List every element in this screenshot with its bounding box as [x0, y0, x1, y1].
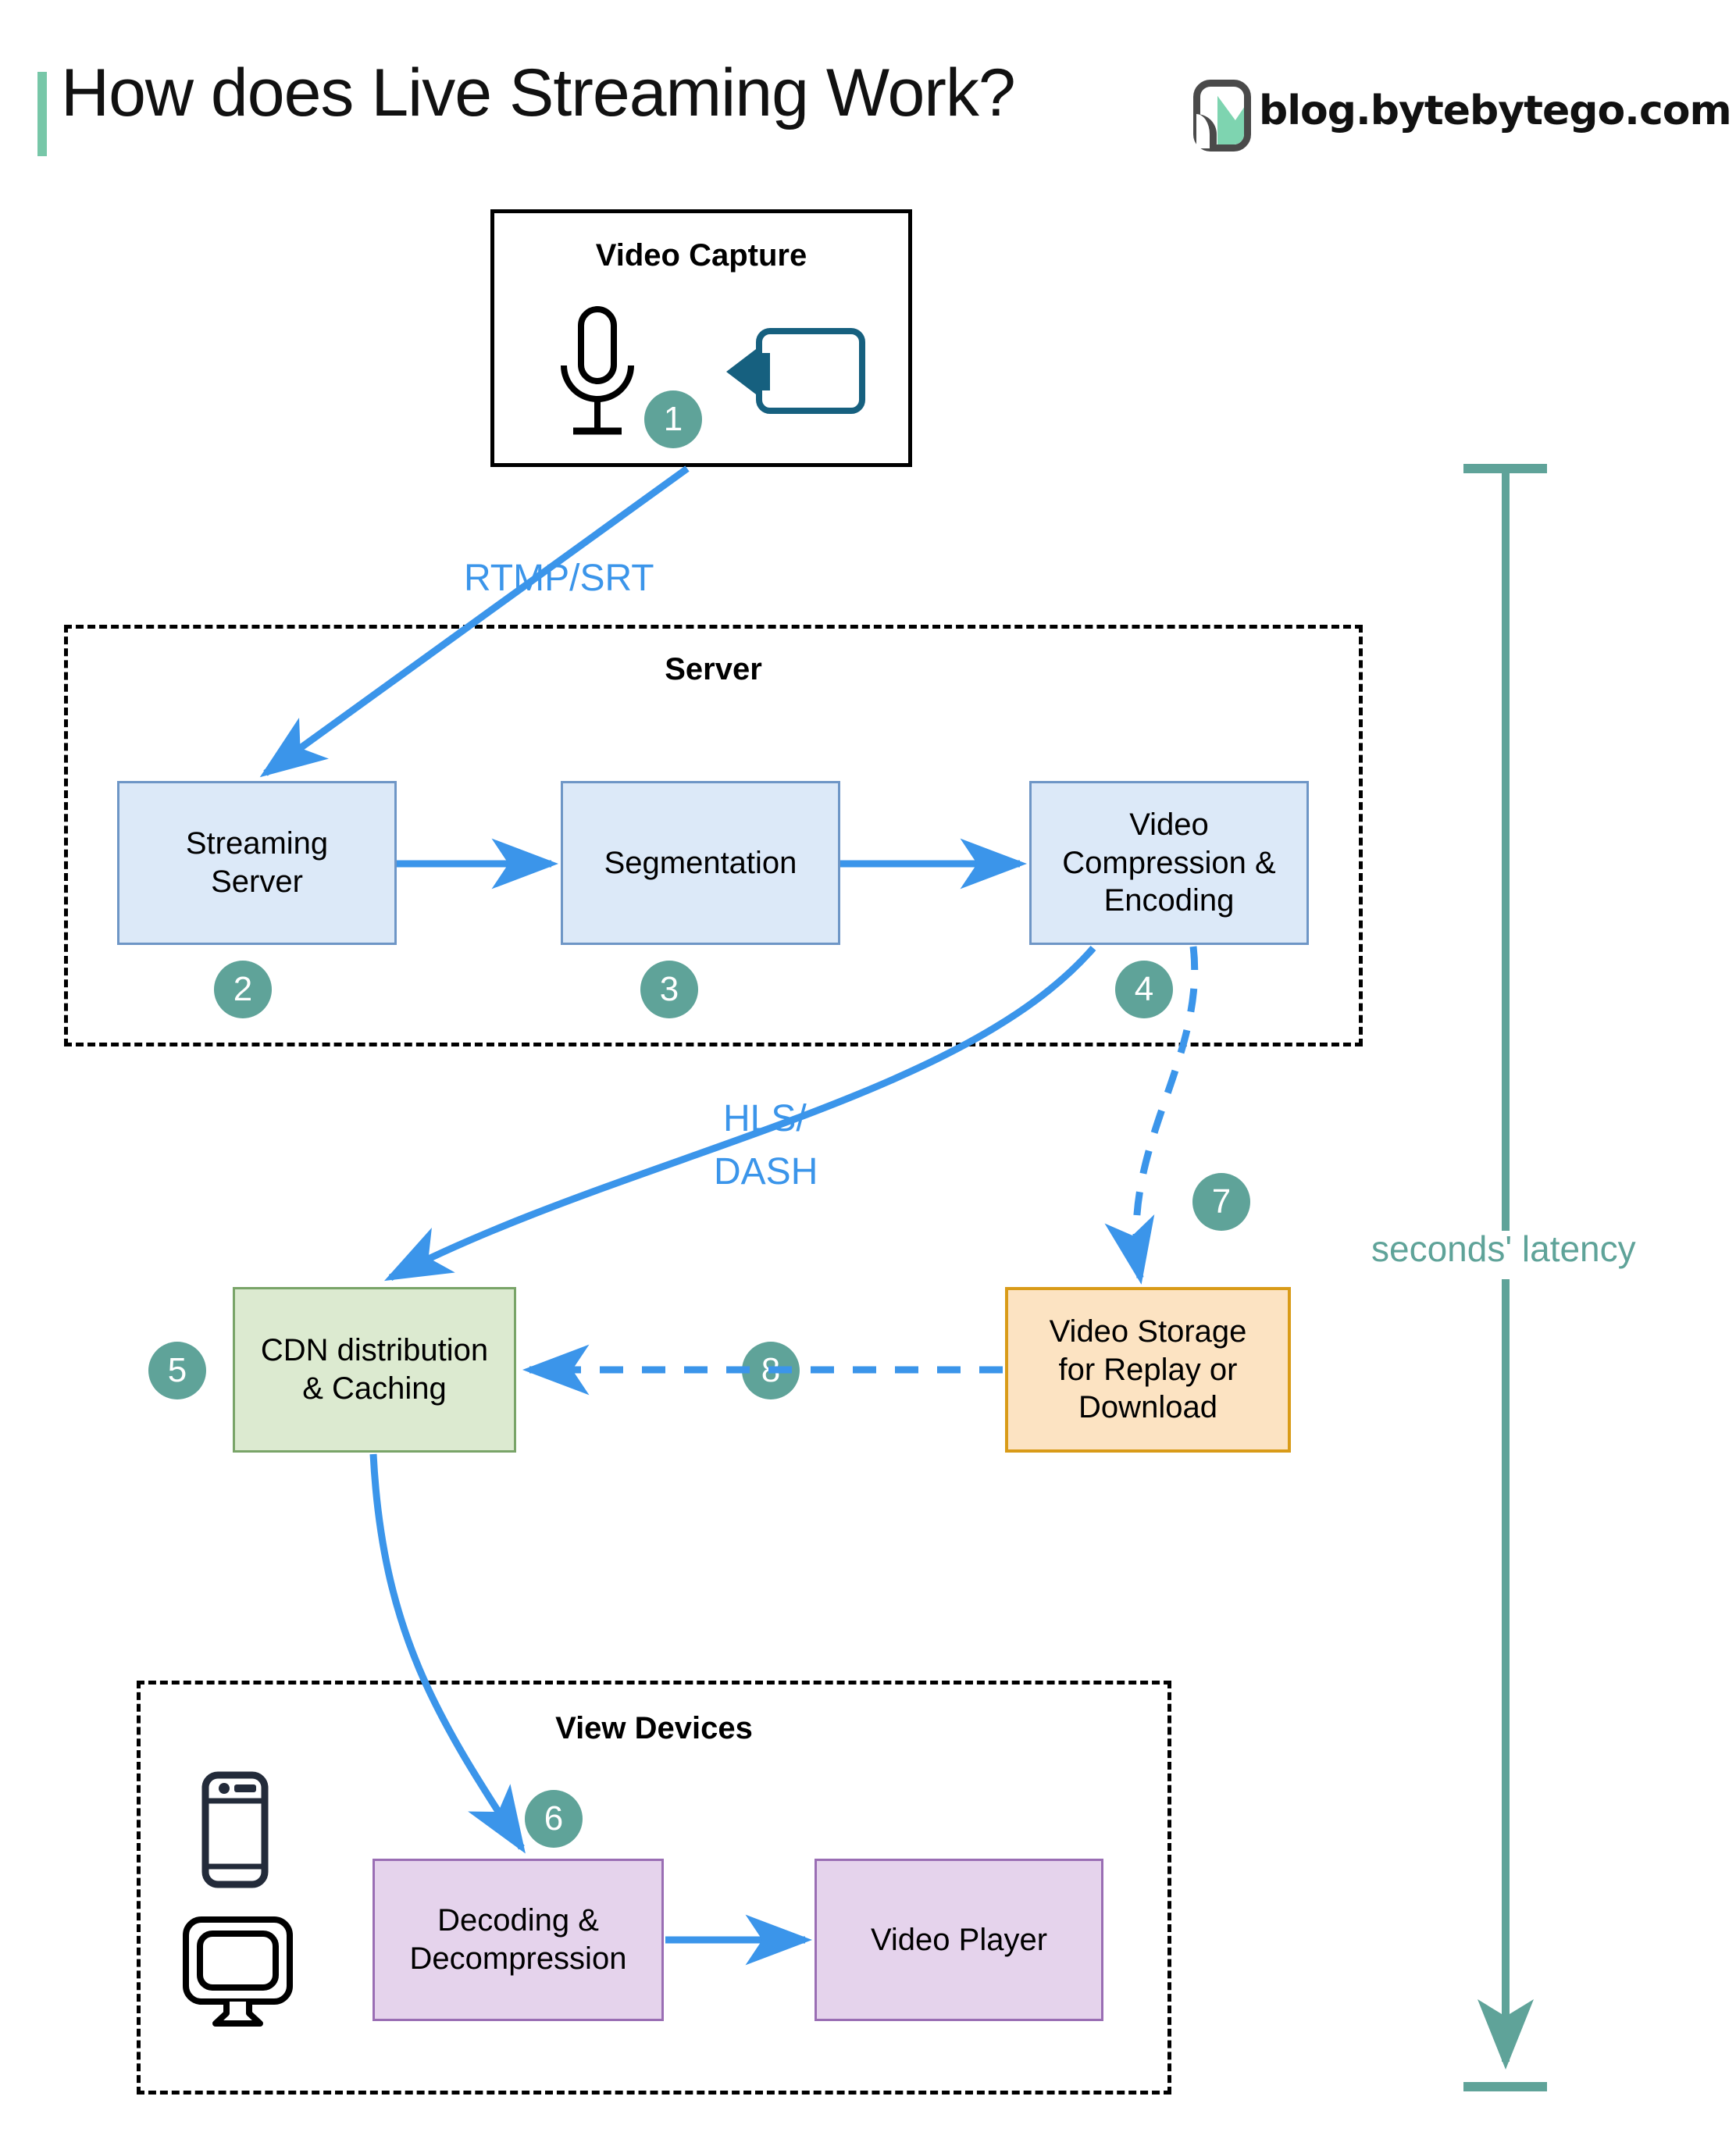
desktop-monitor-icon [183, 1916, 293, 2027]
group-view-devices: View Devices [137, 1681, 1171, 2095]
node-cdn-distribution[interactable]: CDN distribution & Caching [233, 1287, 516, 1453]
node-video-storage[interactable]: Video Storage for Replay or Download [1005, 1287, 1291, 1453]
edge-label-hls-dash-line2: DASH [714, 1151, 818, 1193]
badge-4: 4 [1115, 961, 1173, 1018]
node-video-player-label: Video Player [870, 1922, 1048, 1957]
node-video-compression[interactable]: Video Compression & Encoding [1029, 781, 1309, 945]
node-streaming-server[interactable]: Streaming Server [117, 781, 397, 945]
video-camera-icon [726, 328, 865, 414]
mobile-phone-icon [201, 1771, 269, 1888]
node-video-player[interactable]: Video Player [815, 1859, 1103, 2021]
group-server-title: Server [665, 652, 762, 686]
node-decoding-decompression[interactable]: Decoding & Decompression [373, 1859, 664, 2021]
page-header: How does Live Streaming Work? blog.byteb… [0, 31, 1736, 156]
header-accent-bar [37, 72, 47, 156]
badge-3: 3 [640, 961, 698, 1018]
site-url-label: blog.bytebytego.com [1259, 87, 1732, 134]
node-decoding-label-line2: Decompression [409, 1941, 627, 1976]
badge-2: 2 [214, 961, 272, 1018]
latency-label-overlay: seconds' latency [1371, 1228, 1636, 1269]
bytebytego-logo-icon [1193, 80, 1251, 152]
badge-8: 8 [742, 1342, 800, 1399]
node-video-storage-label-line3: Download [1078, 1390, 1217, 1425]
edge-label-hls-dash-line1: HLS/ [723, 1098, 807, 1139]
node-video-compression-label-line3: Encoding [1103, 883, 1235, 918]
microphone-icon [561, 306, 634, 435]
badge-7: 7 [1192, 1173, 1250, 1231]
edge-label-rtmp-srt: RTMP/SRT [464, 558, 654, 599]
node-segmentation-label: Segmentation [604, 845, 797, 880]
badge-5: 5 [148, 1342, 206, 1399]
node-segmentation[interactable]: Segmentation [561, 781, 840, 945]
node-cdn-label-line2: & Caching [302, 1371, 447, 1406]
node-video-compression-label-line2: Compression & [1062, 845, 1276, 880]
group-view-devices-title: View Devices [555, 1711, 753, 1745]
page-title: How does Live Streaming Work? [61, 55, 1016, 130]
node-decoding-label-line1: Decoding & [437, 1903, 599, 1938]
node-video-storage-label-line1: Video Storage [1049, 1314, 1247, 1349]
group-video-capture-title: Video Capture [595, 238, 807, 273]
badge-6: 6 [525, 1790, 583, 1848]
node-video-compression-label-line1: Video [1129, 807, 1209, 842]
node-streaming-server-label-line2: Server [211, 865, 303, 899]
node-streaming-server-label-line1: Streaming [185, 826, 329, 861]
node-cdn-label-line1: CDN distribution [260, 1333, 489, 1368]
badge-1: 1 [644, 390, 702, 448]
node-video-storage-label-line2: for Replay or [1058, 1352, 1238, 1387]
